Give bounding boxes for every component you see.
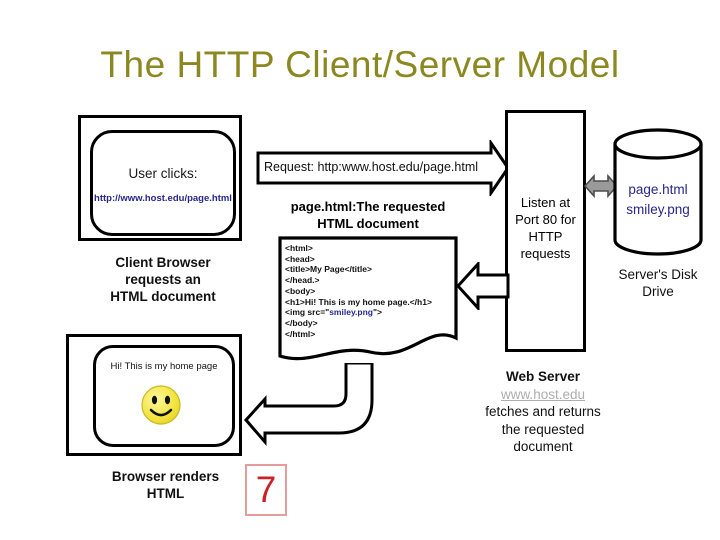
bent-arrow-icon	[243, 363, 374, 447]
page-number: 7	[255, 469, 277, 510]
slide-title: The HTTP Client/Server Model	[100, 44, 620, 85]
user-clicks-label: User clicks:	[128, 166, 198, 181]
request-label: Request: http:www.host.edu/page.html	[264, 160, 479, 174]
server-label-line: Port 80 for	[515, 212, 576, 227]
client-browser-label: Client Browser requests an HTML document	[78, 254, 248, 305]
request-arrow-icon	[256, 140, 510, 196]
disk-files-text: page.html smiley.png	[618, 180, 698, 220]
code-line-img: <img src="smiley.png">	[285, 307, 453, 318]
response-arrow-icon	[456, 262, 510, 310]
browser-renders-label: Browser renders HTML	[83, 469, 248, 502]
code-line: <head>	[285, 253, 315, 264]
client-monitor-screen: User clicks: http://www.host.edu/page.ht…	[90, 130, 236, 236]
client-label-line: HTML document	[110, 289, 216, 304]
server-label-line: HTTP	[528, 229, 563, 244]
document-caption-line2: HTML document	[317, 215, 419, 231]
code-line: <h1>Hi! This is my home page.</h1>	[285, 296, 432, 307]
page-number-box: 7	[245, 464, 287, 516]
client-label-line: Client Browser	[115, 255, 211, 270]
browser-label-line: Browser renders	[111, 469, 220, 484]
html-code-block: <html> <head> <title>My Page</title> </h…	[285, 243, 453, 339]
web-server-title: Web Server	[505, 369, 581, 384]
document-caption: page.html:The requested HTML document	[278, 199, 458, 232]
browser-monitor-screen: Hi! This is my home page	[93, 345, 235, 447]
web-server-caption-line: fetches and returns	[485, 404, 601, 419]
disk-cylinder-icon	[613, 128, 703, 256]
client-label-line: requests an	[125, 272, 201, 287]
code-line: <html>	[285, 243, 313, 253]
smiley-icon	[141, 385, 181, 425]
disk-label-line: Server's Disk	[618, 267, 698, 282]
browser-monitor-frame: Hi! This is my home page	[66, 334, 242, 456]
server-label-line: requests	[520, 246, 571, 261]
homepage-text: Hi! This is my home page	[110, 361, 218, 372]
code-line: </head.>	[285, 275, 320, 286]
disk-file-name: page.html	[628, 182, 688, 197]
client-monitor-frame: User clicks: http://www.host.edu/page.ht…	[78, 115, 242, 241]
web-server-caption-line: the requested	[501, 421, 585, 437]
browser-label-line: HTML	[146, 485, 185, 501]
code-line: </html>	[285, 328, 316, 339]
code-img-prefix: <img src="	[285, 307, 330, 318]
web-server-caption: Web Server www.host.edu fetches and retu…	[462, 368, 624, 456]
code-img-suffix: ">	[372, 307, 382, 318]
disk-file-name: smiley.png	[626, 202, 690, 217]
disk-label-line: Drive	[642, 284, 674, 299]
server-label-line: Listen at	[520, 195, 571, 210]
code-line: <body>	[285, 285, 316, 296]
web-server-link[interactable]: www.host.edu	[500, 386, 586, 402]
web-server-caption-line: document	[513, 439, 573, 454]
code-img-filename: smiley.png	[329, 307, 373, 318]
client-url-text: http://www.host.edu/page.html	[94, 193, 232, 204]
document-caption-line1: page.html:The requested	[290, 199, 446, 214]
code-line: </body>	[285, 317, 318, 328]
disk-label: Server's Disk Drive	[604, 266, 712, 300]
code-line: <title>My Page</title>	[285, 264, 372, 275]
web-server-box: Listen at Port 80 for HTTP requests	[505, 110, 586, 352]
document-shape	[278, 236, 458, 361]
